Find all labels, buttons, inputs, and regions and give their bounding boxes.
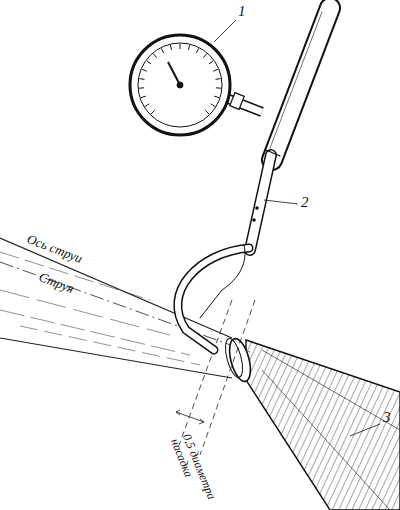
- dimension-label: 0,5 диаметра насадка: [169, 432, 224, 510]
- pressure-gauge: [130, 35, 262, 135]
- gauge-tick: [141, 96, 146, 98]
- gauge-tick: [142, 69, 147, 71]
- gauge-tick: [139, 87, 144, 88]
- gauge-tick: [203, 54, 206, 58]
- gauge-tick: [216, 87, 221, 88]
- gauge-tick: [211, 104, 215, 107]
- nozzle: [222, 336, 400, 510]
- gauge-tick: [151, 110, 155, 114]
- leader-lines: [214, 20, 380, 436]
- jet-label: Струя: [37, 270, 76, 296]
- gauge-tick: [145, 104, 149, 107]
- water-jet: [0, 238, 250, 378]
- gauge-tick: [161, 48, 163, 52]
- gauge-tick: [140, 78, 145, 80]
- axis-label: Ось струи: [25, 232, 84, 266]
- gauge-tick: [196, 48, 198, 52]
- gauge-tick: [153, 54, 156, 58]
- callout-number: 3: [383, 410, 391, 426]
- gauge-tick: [147, 61, 151, 64]
- gauge-tick: [213, 69, 218, 71]
- gauge-tick: [209, 61, 213, 64]
- gauge-tick: [180, 44, 181, 49]
- callout-number: 2: [301, 195, 309, 211]
- gauge-tick: [170, 45, 171, 50]
- dimension-lines: [176, 300, 255, 455]
- gauge-tick: [216, 78, 221, 80]
- gauge-tick: [205, 110, 209, 114]
- gauge-tick: [188, 45, 189, 50]
- gauge-tick: [214, 96, 219, 98]
- callout-number: 1: [238, 4, 246, 20]
